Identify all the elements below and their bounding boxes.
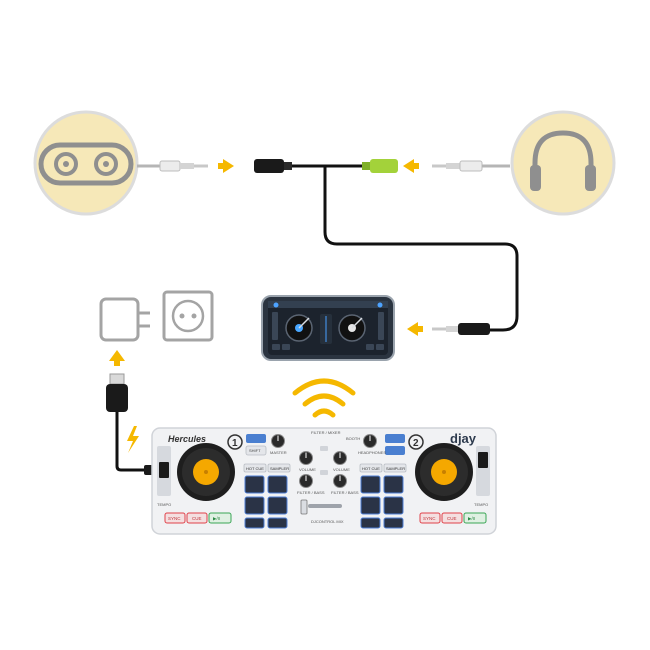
pads-left [244,475,288,529]
pad[interactable] [244,496,265,515]
volume-label-right: VOLUME [333,467,350,472]
arrow-icon [413,163,419,169]
cue-label-right: CUE [447,516,457,521]
wireless-icon [292,378,356,418]
pad[interactable] [360,496,381,515]
crossfader-track [308,504,342,508]
sampler-label-left: SAMPLER [270,466,289,471]
sync-label-right: SYNC [423,516,436,521]
shift-button-left-2[interactable] [245,445,267,456]
pad[interactable] [360,475,381,494]
hotcue-label-left: HOT CUE [246,466,264,471]
cue-button-right[interactable] [441,512,463,524]
app-logo: djay [450,431,477,446]
mix-label: DJCONTROL MIX [311,519,344,524]
top-label: FILTER / MIXER [311,430,341,435]
master-knob[interactable] [271,434,285,448]
sync-label-left: SYNC [168,516,181,521]
brand-label: Hercules [168,434,206,444]
shift-button-right[interactable] [385,434,405,443]
arrow-icon [109,350,125,361]
smartphone [261,295,395,361]
pad[interactable] [383,517,404,529]
pad[interactable] [267,517,288,529]
master-label: MASTER [270,450,287,455]
charger-icon [99,297,150,342]
splitter-cable [254,159,519,332]
arrow-icon [223,159,234,173]
headphones-icon [510,110,616,216]
shift-button-left[interactable] [246,434,266,443]
tempo-label-left: TEMPO [157,502,171,507]
headphones-label: HEADPHONES [358,450,386,455]
play-label-right: ▶/II [468,516,475,521]
pad[interactable] [360,517,381,529]
sampler-label-right: SAMPLER [386,466,405,471]
booth-label: BOOTH [346,436,360,441]
cue-button-left[interactable] [186,512,208,524]
filter-knob-right[interactable] [333,474,347,488]
play-button-left[interactable] [208,512,232,524]
sync-button-left[interactable] [164,512,186,524]
usb-cable [106,373,156,475]
dj-controller: Hercules djay 1 2 FILTER / MIXER BOOTH T… [151,427,497,535]
arrow-icon [417,326,423,332]
volume-label-left: VOLUME [299,467,316,472]
filter-knob-left[interactable] [299,474,313,488]
crossfader-handle[interactable] [300,499,308,515]
deck2-number: 2 [413,438,419,449]
deck1-number: 1 [232,438,238,449]
jog-wheel-right[interactable] [415,443,473,501]
volume-knob-right[interactable] [333,451,347,465]
headphones-jack [432,160,510,172]
arrow-icon [218,163,224,169]
shift-label: SHIFT [249,448,261,453]
phone-jack [432,323,490,335]
jog-wheel-left[interactable] [177,443,235,501]
pad[interactable] [244,517,265,529]
shift-button-right-2[interactable] [385,446,405,455]
arrow-icon [114,360,120,366]
cue-label-left: CUE [192,516,202,521]
pad[interactable] [267,496,288,515]
pad[interactable] [383,496,404,515]
wall-socket-icon [162,290,214,342]
lightning-icon [127,426,139,453]
arrow-icon [403,159,414,173]
pad[interactable] [383,475,404,494]
play-label-left: ▶/II [213,516,220,521]
pads-right [360,475,404,529]
speaker-jack [137,160,208,172]
arrow-icon [407,322,418,336]
pad[interactable] [244,475,265,494]
filter-label-right: FILTER / BASS [331,490,359,495]
hotcue-label-right: HOT CUE [362,466,380,471]
play-button-right[interactable] [463,512,487,524]
pad[interactable] [267,475,288,494]
sync-button-right[interactable] [419,512,441,524]
headphones-knob[interactable] [363,434,377,448]
volume-knob-left[interactable] [299,451,313,465]
speaker-icon [33,110,139,216]
tempo-label-right: TEMPO [474,502,488,507]
filter-label-left: FILTER / BASS [297,490,325,495]
